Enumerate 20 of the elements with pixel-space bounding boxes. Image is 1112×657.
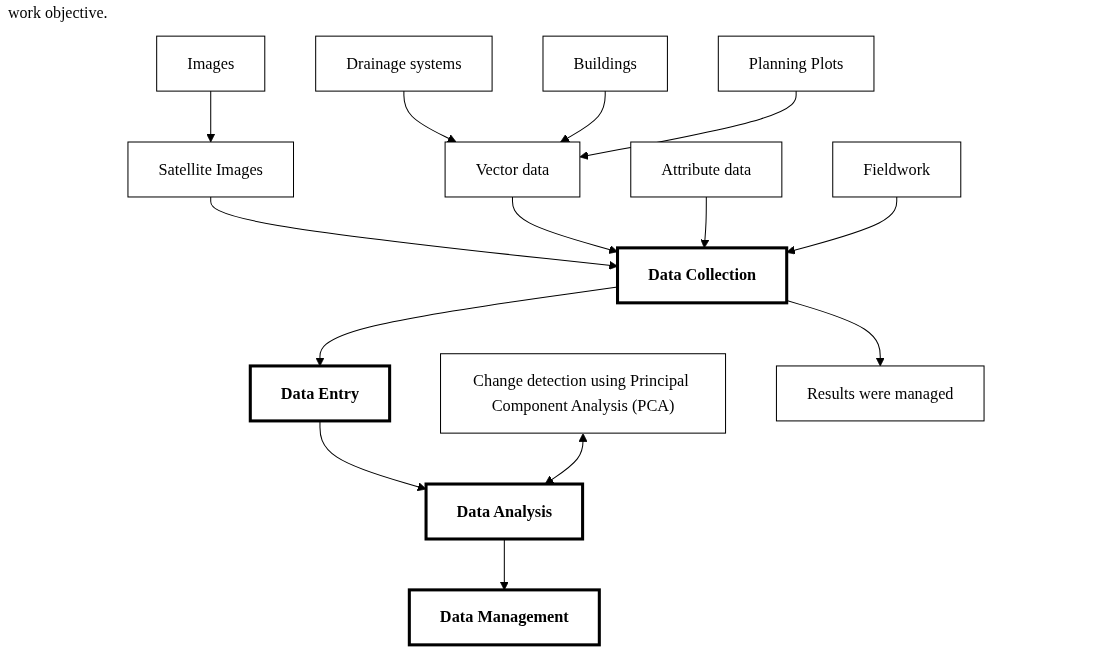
node-box: Data Collection: [616, 246, 789, 305]
arrow: [786, 300, 885, 367]
node-box: Satellite Images: [127, 141, 294, 198]
node-box: Drainage systems: [315, 35, 493, 92]
node-box: Change detection using Principal Component Analysis (PCA): [440, 353, 727, 434]
node-box: Results were managed: [775, 365, 985, 422]
node-box: Vector data: [444, 141, 581, 198]
arrow: [206, 90, 216, 143]
node-box: Attribute data: [630, 141, 783, 198]
node-box: Images: [156, 35, 266, 92]
node-box: Buildings: [542, 35, 668, 92]
node-box: Data Entry: [248, 364, 392, 423]
node-box: Data Management: [407, 588, 601, 647]
node-box: Planning Plots: [717, 35, 875, 92]
note-text: work objective.: [8, 4, 108, 21]
node-box: Data Analysis: [424, 482, 585, 541]
arrow: [403, 90, 457, 143]
arrow: [560, 90, 606, 143]
node-box: Fieldwork: [832, 141, 962, 198]
arrow: [544, 433, 588, 485]
